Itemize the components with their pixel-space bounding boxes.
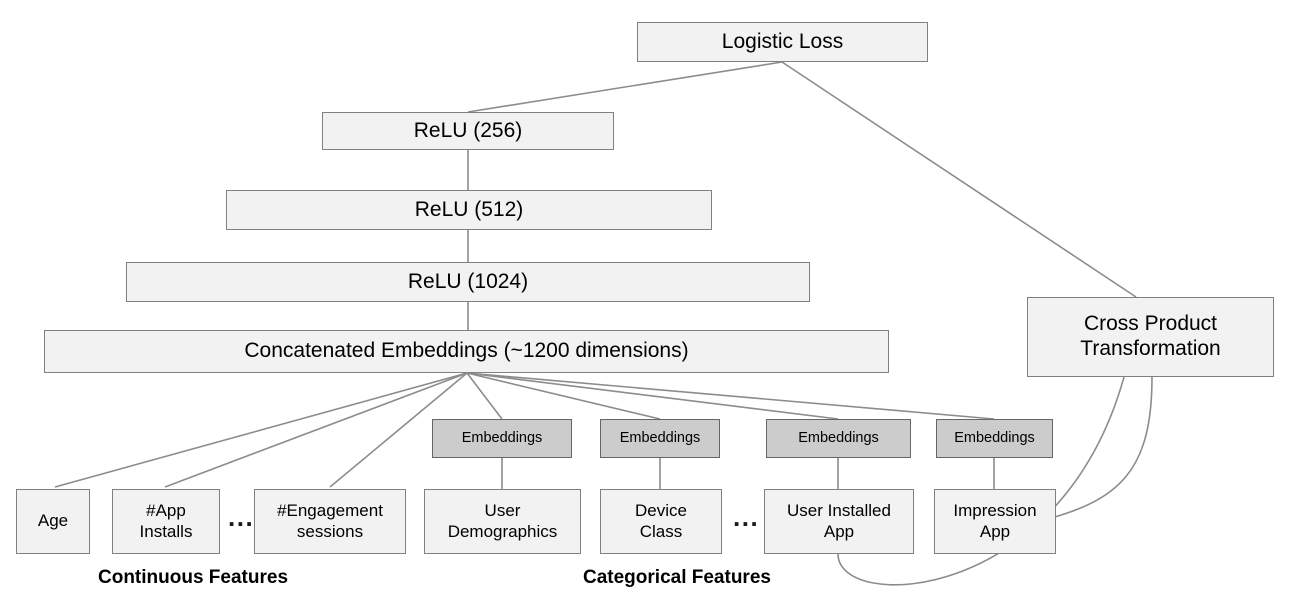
- node-feature-age[interactable]: Age: [16, 489, 90, 554]
- caption-continuous-features-text: Continuous Features: [98, 567, 289, 588]
- node-concatenated-embeddings[interactable]: Concatenated Embeddings (~1200 dimension…: [44, 330, 889, 373]
- node-cross-product-line-1: Cross Product: [1083, 312, 1218, 336]
- node-concatenated-embeddings-label: Concatenated Embeddings (~1200 dimension…: [244, 339, 689, 363]
- node-feature-impression-app-line-1: Impression: [953, 501, 1037, 521]
- node-relu-512[interactable]: ReLU (512): [226, 190, 712, 230]
- node-embeddings-device-class[interactable]: Embeddings: [600, 419, 720, 458]
- node-feature-user-installed-app-line-1: User Installed: [787, 501, 891, 521]
- node-embeddings-1-label: Embeddings: [461, 429, 543, 446]
- node-embeddings-user-demographics[interactable]: Embeddings: [432, 419, 572, 458]
- node-feature-device-class-line-2: Class: [639, 521, 683, 541]
- caption-categorical-features-text: Categorical Features: [583, 567, 771, 588]
- node-feature-engagement-sessions-line-2: sessions: [296, 521, 364, 541]
- edge-concat-to-embedding-2: [466, 372, 661, 420]
- node-feature-user-demographics-line-1: User: [484, 501, 521, 521]
- edge-concat-to-embedding-4: [466, 372, 995, 420]
- node-feature-app-installs[interactable]: #App Installs: [112, 489, 220, 554]
- node-feature-impression-app-line-2: App: [979, 521, 1011, 541]
- edge-output-to-cross: [781, 61, 1137, 298]
- ellipsis-continuous-text: ...: [228, 502, 255, 532]
- caption-continuous-features: Continuous Features: [98, 567, 288, 589]
- node-feature-engagement-sessions-line-1: #Engagement: [277, 501, 383, 521]
- node-logistic-loss[interactable]: Logistic Loss: [637, 22, 928, 62]
- node-feature-device-class-line-1: Device: [635, 501, 687, 521]
- node-embeddings-impression-app[interactable]: Embeddings: [936, 419, 1053, 458]
- node-feature-user-installed-app[interactable]: User Installed App: [764, 489, 914, 554]
- ellipsis-continuous-features: ...: [228, 504, 254, 530]
- node-cross-product-line-2: Transformation: [1080, 337, 1221, 360]
- edge-concat-to-app-installs: [164, 372, 468, 488]
- node-relu-1024[interactable]: ReLU (1024): [126, 262, 810, 302]
- node-feature-app-installs-line-2: Installs: [139, 521, 193, 541]
- node-embeddings-3-label: Embeddings: [798, 429, 879, 446]
- ellipsis-categorical-text: ...: [733, 502, 760, 532]
- node-relu-1024-label: ReLU (1024): [407, 269, 529, 293]
- node-embeddings-user-installed-app[interactable]: Embeddings: [766, 419, 911, 458]
- node-embeddings-2-label: Embeddings: [619, 429, 701, 446]
- node-logistic-loss-label: Logistic Loss: [721, 29, 844, 53]
- node-feature-engagement-sessions[interactable]: #Engagement sessions: [254, 489, 406, 554]
- edge-concat-to-embedding-1: [466, 372, 503, 420]
- node-feature-user-demographics[interactable]: User Demographics: [424, 489, 581, 554]
- node-embeddings-4-label: Embeddings: [954, 429, 1035, 446]
- node-feature-user-installed-app-line-2: App: [823, 521, 855, 541]
- node-relu-512-label: ReLU (512): [414, 197, 524, 221]
- node-feature-app-installs-line-1: #App: [146, 501, 186, 521]
- node-relu-256[interactable]: ReLU (256): [322, 112, 614, 150]
- node-relu-256-label: ReLU (256): [413, 118, 523, 142]
- edge-output-to-hidden1: [467, 61, 783, 113]
- edge-concat-to-embedding-3: [466, 372, 839, 420]
- ellipsis-categorical-features: ...: [733, 504, 759, 530]
- node-feature-impression-app[interactable]: Impression App: [934, 489, 1056, 554]
- caption-categorical-features: Categorical Features: [583, 567, 771, 589]
- node-feature-user-demographics-line-2: Demographics: [447, 521, 558, 541]
- node-feature-age-label: Age: [37, 511, 69, 531]
- edge-impression-app-to-cross: [1043, 376, 1153, 521]
- node-feature-device-class[interactable]: Device Class: [600, 489, 722, 554]
- edge-concat-to-age: [54, 372, 468, 488]
- node-cross-product-transformation[interactable]: Cross Product Transformation: [1027, 297, 1274, 377]
